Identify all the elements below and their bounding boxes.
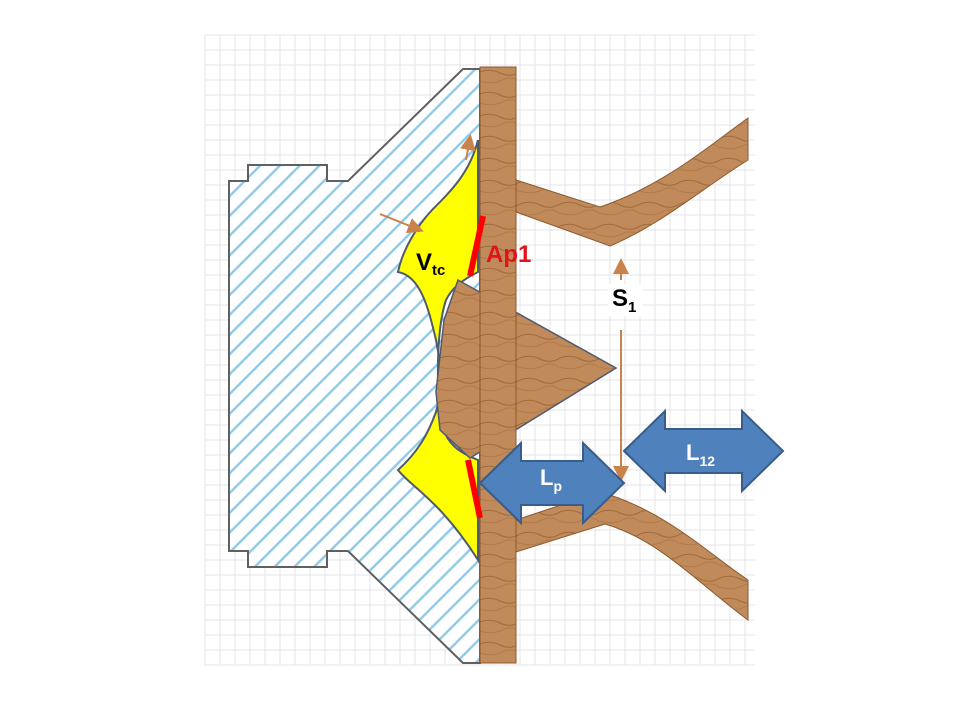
lp-arrow: [478, 440, 626, 526]
wooden-wall: [479, 66, 517, 664]
label-lp-main: L: [540, 465, 553, 490]
upper-horn-wall: [515, 117, 749, 247]
pointer-arrow-cavity: [379, 213, 424, 233]
compression-cavity: [396, 139, 479, 564]
label-s1-background: [608, 284, 642, 316]
label-s1-sub: 1: [628, 299, 636, 316]
phase-plug: [435, 278, 618, 459]
label-s1-main: S: [612, 285, 628, 312]
label-ap1: Ap1: [486, 241, 531, 268]
label-l12-main: L: [686, 440, 699, 465]
label-lp-sub: p: [553, 478, 562, 494]
label-s1: S1: [612, 285, 636, 316]
lower-horn-wall: [515, 491, 749, 621]
pointer-arrow-top: [459, 134, 476, 161]
label-l12: L12: [686, 440, 715, 469]
aperture-lower: [465, 459, 483, 519]
label-vtc-sub: tc: [432, 262, 445, 279]
label-lp: Lp: [540, 465, 562, 494]
label-vtc-main: V: [416, 249, 432, 276]
aperture-upper: [467, 215, 486, 277]
l12-arrow: [622, 408, 785, 494]
label-vtc: Vtc: [416, 249, 445, 279]
label-l12-sub: 12: [699, 453, 715, 469]
